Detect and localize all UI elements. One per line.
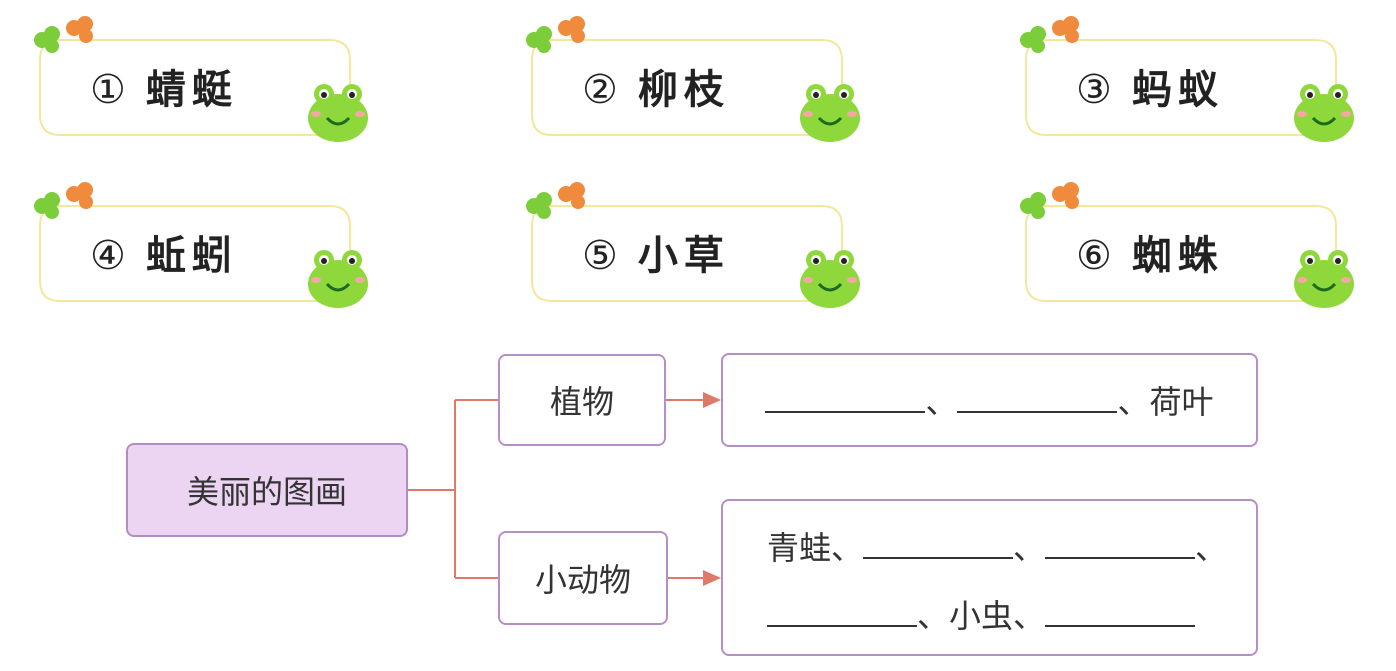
leaf-icon xyxy=(526,182,585,219)
mind-map: 美丽的图画 植物 小动物 、、荷叶 青蛙、、、 、小虫、 xyxy=(0,340,1396,671)
card-label: ⑥ 蜘蛛 xyxy=(1076,228,1316,284)
frog-icon xyxy=(1294,250,1354,308)
animal-answer-line-2: 、小虫、 xyxy=(767,591,1196,637)
card-frame xyxy=(526,16,860,142)
card-number: ③ xyxy=(1076,67,1114,113)
card-frame xyxy=(1020,16,1354,142)
card-number: ⑥ xyxy=(1076,233,1114,279)
given-word: 荷叶 xyxy=(1149,383,1214,421)
answer-blank[interactable] xyxy=(1045,529,1196,559)
word-cards: ① 蜻蜓 ② 柳枝 xyxy=(0,0,1396,330)
answer-blank[interactable] xyxy=(1045,597,1196,627)
leaf-icon xyxy=(34,182,93,219)
card-word: 柳枝 xyxy=(637,66,730,113)
word-card: ③ 蚂蚁 xyxy=(1016,10,1356,150)
card-number: ④ xyxy=(90,233,128,279)
card-word: 小草 xyxy=(637,232,730,279)
answer-blank[interactable] xyxy=(765,383,926,413)
leaf-icon xyxy=(1020,182,1079,219)
leaf-icon xyxy=(526,16,585,53)
separator: 、 xyxy=(917,597,950,635)
card-label: ② 柳枝 xyxy=(582,62,822,118)
separator: 、 xyxy=(831,529,864,567)
answer-blank[interactable] xyxy=(957,383,1118,413)
card-word: 蜘蛛 xyxy=(1131,232,1224,279)
frog-icon xyxy=(800,250,860,308)
root-node: 美丽的图画 xyxy=(126,443,408,537)
card-label: ⑤ 小草 xyxy=(582,228,822,284)
separator: 、 xyxy=(1013,529,1046,567)
card-number: ⑤ xyxy=(582,233,620,279)
card-frame xyxy=(34,16,368,142)
animal-answer-line-1: 青蛙、、、 xyxy=(767,523,1227,569)
leaf-icon xyxy=(1020,16,1079,53)
separator: 、 xyxy=(1195,529,1228,567)
animal-answer-box: 青蛙、、、 、小虫、 xyxy=(721,499,1258,656)
card-word: 蜻蜓 xyxy=(145,66,238,113)
frog-icon xyxy=(800,84,860,142)
frog-icon xyxy=(1294,84,1354,142)
leaf-icon xyxy=(34,16,93,53)
answer-blank[interactable] xyxy=(767,597,917,627)
root-connector xyxy=(408,399,498,579)
card-frame xyxy=(34,182,368,308)
word-card: ⑤ 小草 xyxy=(522,176,862,316)
frog-icon xyxy=(308,84,368,142)
card-word: 蚯蚓 xyxy=(145,232,238,279)
plant-node: 植物 xyxy=(498,354,666,446)
given-word: 小虫 xyxy=(949,597,1014,635)
card-label: ③ 蚂蚁 xyxy=(1076,62,1316,118)
plant-answer-line: 、、荷叶 xyxy=(765,377,1214,423)
word-card: ① 蜻蜓 xyxy=(30,10,370,150)
given-word: 青蛙 xyxy=(767,529,832,567)
card-frame xyxy=(526,182,860,308)
frog-icon xyxy=(308,250,368,308)
plant-answer-box: 、、荷叶 xyxy=(721,353,1258,447)
connector-lines xyxy=(408,392,721,586)
card-frame xyxy=(1020,182,1354,308)
word-card: ④ 蚯蚓 xyxy=(30,176,370,316)
word-card: ⑥ 蜘蛛 xyxy=(1016,176,1356,316)
card-number: ① xyxy=(90,67,128,113)
separator: 、 xyxy=(1013,597,1046,635)
card-word: 蚂蚁 xyxy=(1131,66,1224,113)
animal-node: 小动物 xyxy=(498,531,668,625)
word-card: ② 柳枝 xyxy=(522,10,862,150)
separator: 、 xyxy=(1117,383,1150,421)
card-label: ④ 蚯蚓 xyxy=(90,228,330,284)
separator: 、 xyxy=(925,383,958,421)
card-number: ② xyxy=(582,67,620,113)
answer-blank[interactable] xyxy=(863,529,1014,559)
card-label: ① 蜻蜓 xyxy=(90,62,330,118)
